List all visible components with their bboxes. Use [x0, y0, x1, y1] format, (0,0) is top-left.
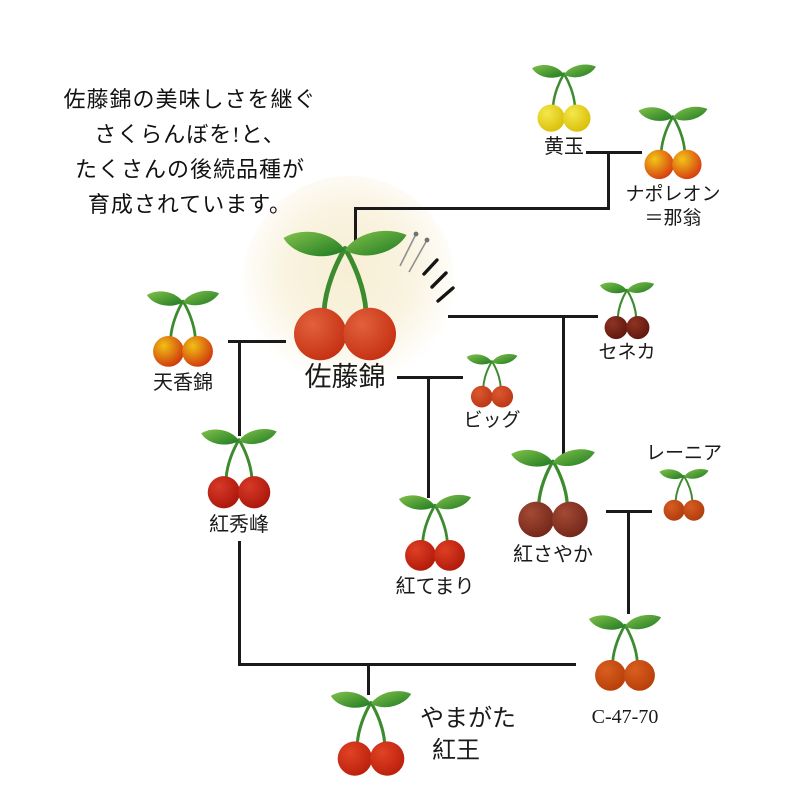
cherry-icon	[588, 614, 662, 691]
benisayaka-cherry-icon	[502, 446, 604, 548]
variety-big: ビッグ	[461, 352, 523, 432]
connector-to-benishuho	[238, 340, 241, 436]
rainier-label: レーニア	[646, 443, 723, 464]
seneca-label: セネカ	[598, 342, 656, 363]
emphasis-marks-icon	[399, 231, 455, 303]
c4770-label: C-47-70	[591, 706, 659, 728]
cherry-icon	[532, 64, 596, 132]
benisayaka-label: 紅さやか	[513, 544, 593, 566]
cherry-icon	[283, 230, 407, 361]
seneca-cherry-icon	[594, 280, 660, 346]
variety-kidama: 黄玉	[525, 62, 603, 160]
connector-tenkonishiki-satonishiki	[228, 340, 286, 343]
intro-line: 育成されています。	[87, 192, 293, 217]
variety-tenkonishiki: 天香錦	[139, 288, 227, 396]
connector-to-benitemari	[427, 376, 430, 498]
cherry-icon	[466, 354, 518, 408]
variety-yamagatabenio: やまがた 紅王	[322, 688, 516, 786]
connector-to-c4770	[627, 510, 630, 614]
variety-benishuho: 紅秀峰	[193, 426, 285, 538]
variety-benisayaka: 紅さやか	[502, 446, 604, 568]
connector-benishuho-down	[238, 541, 241, 666]
intro-line: たくさんの後続品種が	[74, 157, 305, 182]
satonishiki-cherry-icon	[270, 226, 420, 376]
connector-satonishiki-seneca	[448, 315, 598, 318]
cherry-icon	[330, 691, 412, 776]
cherry-icon	[599, 282, 655, 340]
variety-seneca: セネカ	[594, 280, 660, 364]
napoleon-cherry-icon	[631, 104, 715, 188]
yamagatabenio-label-line2: 紅王	[432, 737, 480, 764]
benishuho-cherry-icon	[193, 426, 285, 518]
tenkonishiki-label: 天香錦	[153, 372, 213, 394]
yamagatabenio-label: やまがた 紅王	[420, 688, 516, 767]
kidama-cherry-icon	[525, 62, 603, 140]
yamagatabenio-cherry-icon	[322, 688, 420, 786]
variety-c4770: C-47-70	[581, 612, 669, 730]
big-cherry-icon	[461, 352, 523, 414]
benitemari-label: 紅てまり	[395, 576, 475, 598]
variety-napoleon: ナポレオン ＝那翁	[626, 104, 721, 231]
variety-rainier: レーニア	[646, 443, 722, 527]
connector-top-horizontal	[354, 207, 610, 210]
connector-to-satonishiki	[354, 207, 357, 245]
intro-line: 佐藤錦の美味しさを継ぐ	[63, 87, 317, 112]
napoleon-label-2: ＝那翁	[644, 208, 702, 230]
tenkonishiki-cherry-icon	[139, 288, 227, 376]
connector-bottom-horizontal	[238, 663, 576, 666]
satonishiki-label: 佐藤錦	[304, 362, 386, 392]
connector-to-benisayaka	[562, 315, 565, 455]
cherry-icon	[201, 428, 277, 509]
cherry-icon	[638, 106, 708, 180]
variety-benitemari: 紅てまり	[391, 492, 479, 600]
intro-text: 佐藤錦の美味しさを継ぐ さくらんぼを!と、 たくさんの後続品種が 育成されていま…	[22, 82, 358, 222]
benishuho-label: 紅秀峰	[209, 514, 269, 536]
cherry-icon	[511, 449, 595, 538]
intro-line: さくらんぼを!と、	[94, 122, 286, 147]
cherry-icon	[146, 290, 220, 367]
napoleon-label: ナポレオン	[625, 184, 721, 205]
variety-satonishiki: 佐藤錦	[270, 226, 420, 394]
kidama-label: 黄玉	[544, 136, 584, 158]
cherry-icon	[398, 494, 472, 571]
connector-kidama-napoleon	[586, 151, 642, 154]
yamagatabenio-label-line1: やまがた	[420, 706, 516, 732]
rainier-cherry-icon	[654, 467, 714, 527]
c4770-cherry-icon	[581, 612, 669, 700]
connector-satonishiki-big	[397, 376, 463, 379]
benitemari-cherry-icon	[391, 492, 479, 580]
big-label: ビッグ	[463, 410, 521, 431]
cherry-icon	[659, 469, 709, 522]
connector-to-yamagatabenio	[367, 663, 370, 695]
connector-top-vertical	[607, 151, 610, 210]
satonishiki-glow	[243, 176, 455, 388]
